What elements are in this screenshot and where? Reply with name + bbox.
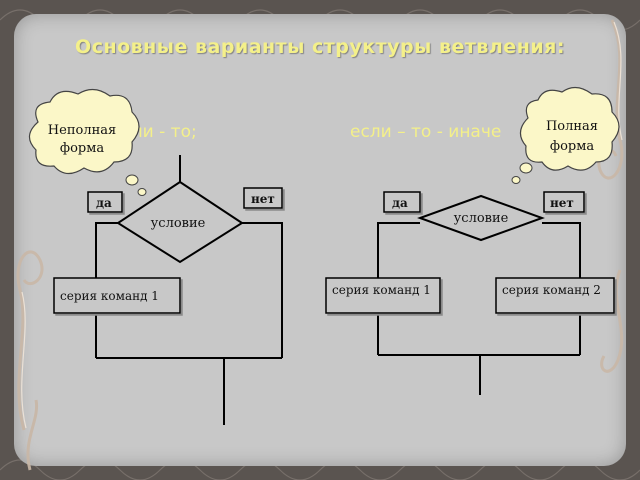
right-command-box-1 (325, 277, 441, 314)
left-no-label: нет (251, 192, 275, 206)
left-callout-text-line1: Неполная (48, 123, 116, 138)
right-no-branch (542, 222, 581, 278)
right-condition-label: условие (454, 211, 509, 226)
right-yes-label: да (392, 196, 408, 210)
right-flowchart (377, 222, 581, 395)
right-condition-diamond (417, 194, 545, 242)
right-command-label-2: серия команд 2 (502, 283, 601, 297)
slide-title: Основные варианты структуры ветвления: (75, 36, 565, 58)
left-flowchart (95, 155, 283, 425)
left-condition-diamond (116, 180, 244, 264)
left-yes-branch (95, 222, 118, 278)
right-command-box-2 (495, 277, 615, 314)
left-no-tag (243, 187, 283, 209)
right-callout-text-line2: форма (550, 139, 594, 154)
left-no-branch (242, 222, 283, 358)
slide-panel (14, 14, 626, 466)
left-callout-bubble (28, 88, 147, 196)
right-yes-branch (377, 222, 420, 278)
right-no-tag (543, 191, 585, 213)
right-no-label: нет (550, 196, 574, 210)
left-command-label: серия команд 1 (60, 289, 159, 303)
left-callout-text-line2: форма (60, 141, 104, 156)
left-condition-label: условие (151, 216, 206, 231)
left-yes-label: да (96, 196, 112, 210)
subtitle-if-then-else: если – то - иначе (350, 122, 502, 142)
right-yes-tag (383, 191, 421, 213)
right-command-label-1: серия команд 1 (332, 283, 431, 297)
right-callout-bubble (511, 86, 620, 184)
left-yes-tag (87, 191, 123, 213)
right-callout-text-line1: Полная (546, 119, 598, 134)
left-command-box (53, 277, 181, 314)
